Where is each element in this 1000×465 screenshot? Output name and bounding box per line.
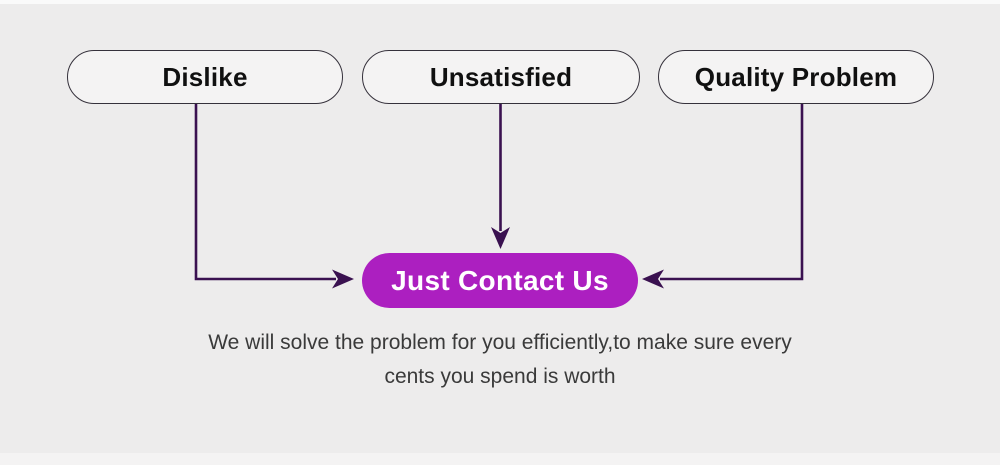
arrow-down-icon bbox=[491, 104, 510, 249]
caption-line-2: cents you spend is worth bbox=[384, 365, 616, 388]
node-unsatisfied: Unsatisfied bbox=[362, 50, 640, 104]
contact-us-button[interactable]: Just Contact Us bbox=[362, 253, 638, 308]
node-dislike: Dislike bbox=[67, 50, 343, 104]
arrow-left-icon bbox=[642, 104, 804, 289]
caption-line-1: We will solve the problem for you effici… bbox=[208, 331, 792, 354]
node-dislike-label: Dislike bbox=[162, 61, 248, 92]
contact-us-button-label: Just Contact Us bbox=[391, 264, 609, 296]
node-unsatisfied-label: Unsatisfied bbox=[429, 61, 573, 92]
arrow-right-icon bbox=[194, 104, 354, 289]
node-quality-problem: Quality Problem bbox=[658, 50, 934, 104]
caption-text: We will solve the problem for you effici… bbox=[0, 326, 1000, 394]
node-quality-problem-label: Quality Problem bbox=[694, 61, 898, 92]
